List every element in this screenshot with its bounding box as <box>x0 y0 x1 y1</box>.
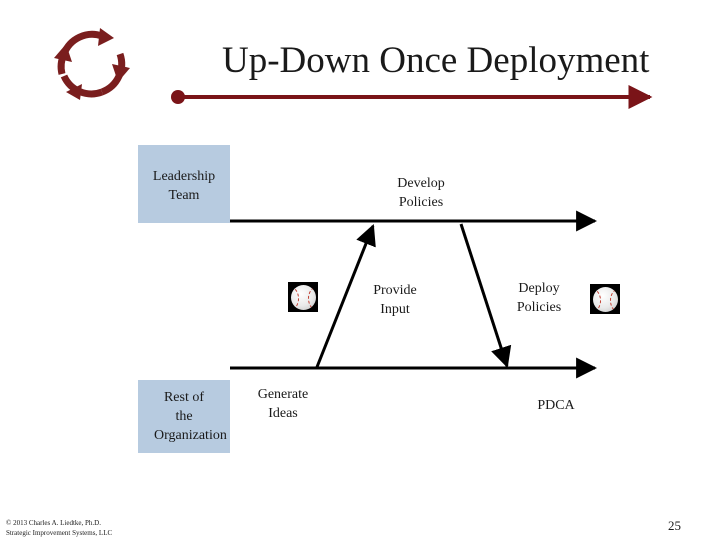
generate-ideas-label: Generate Ideas <box>257 387 309 421</box>
deploy-policies-arrow <box>459 223 512 368</box>
provide-input-arrow <box>315 224 376 368</box>
copyright-line-2: Strategic Improvement Systems, LLC <box>6 529 113 537</box>
pdca-label: PDCA <box>537 398 575 413</box>
leadership-team-label: Leadership Team <box>152 169 216 203</box>
develop-policies-label: Develop Policies <box>397 176 445 210</box>
baseball-icon <box>590 284 620 314</box>
rest-of-organization-box: Rest of the Organization <box>138 380 230 453</box>
page-number: 25 <box>668 518 681 533</box>
slide-title: Up-Down Once Deployment <box>222 40 650 81</box>
cycle-arrows-icon <box>54 28 130 100</box>
leadership-team-box: Leadership Team <box>138 145 230 223</box>
rest-of-organization-label: Rest of the Organization <box>154 390 227 443</box>
provide-input-label: Provide Input <box>373 283 417 317</box>
deploy-policies-label: Deploy Policies <box>516 281 562 315</box>
copyright-line-1: © 2013 Charles A. Liedtke, Ph.D. <box>6 519 101 527</box>
baseball-icon <box>288 282 318 312</box>
